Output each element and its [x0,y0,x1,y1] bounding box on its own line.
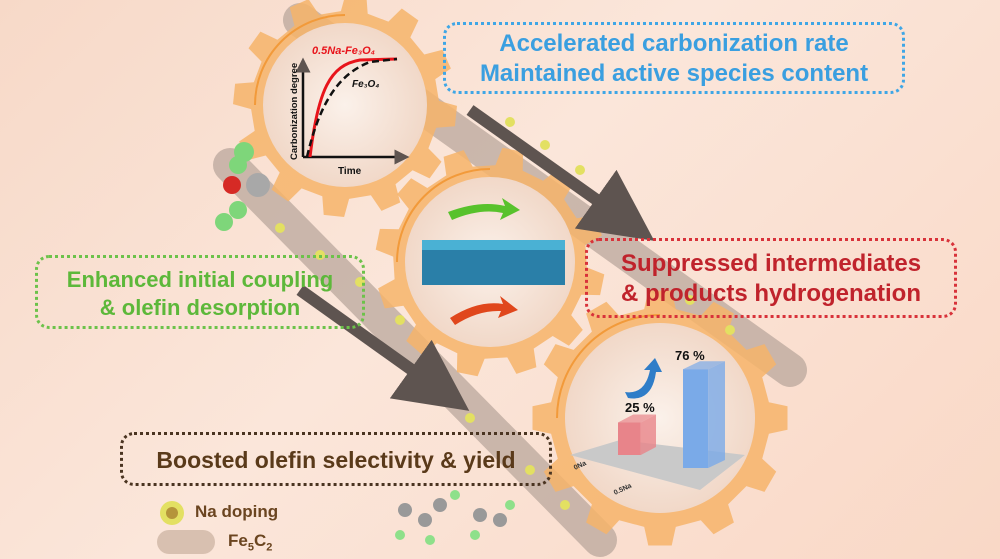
na-dot [275,223,285,233]
callout-line: Maintained active species content [479,60,869,87]
rotation-arrow [254,14,346,106]
bar-top [683,361,725,370]
na-dot [505,117,515,127]
bar-label-0.5na: 76 % [675,348,705,363]
bars [618,361,725,468]
rotation-arrow [396,168,491,263]
formula-part: C [253,531,267,550]
bar-0Na [618,414,656,455]
fe5c2-legend-swatch [157,530,215,554]
flow-arrow [466,105,655,241]
callout-line: & olefin desorption [99,294,301,320]
callout-carbonization: Accelerated carbonization rate Maintaine… [443,22,905,94]
flow-arrow [296,285,470,411]
bar-front [683,369,709,468]
na-dopant-dots [275,117,735,510]
green-arrow-icon [448,198,520,220]
callout-selectivity: Boosted olefin selectivity & yield [120,432,552,486]
slab-top [422,240,565,250]
callout-coupling: Enhanced initial coupling & olefin desor… [35,255,365,329]
na-dot [465,413,475,423]
na-dot [725,325,735,335]
olefin-molecules [395,490,515,545]
co-h2-molecules [215,142,270,231]
formula-part: Fe [228,531,248,550]
na-atom [166,507,178,519]
bar-top [618,414,656,423]
bar-side [640,414,656,455]
olefin-bar-inset: 0Na 0.5Na [570,358,745,497]
x-axis-label: Time [338,166,362,177]
formula-part: 2 [266,541,273,554]
na-dot [540,140,550,150]
callout-line: Enhanced initial coupling [66,267,334,292]
legend-fe5c2-label: Fe5C2 [228,531,272,553]
callout-line: & products hydrogenation [621,280,921,307]
series-label-0.5na: 0.5Na-Fe₃O₄ [312,45,375,57]
curve-fe3o4 [305,57,398,158]
flow-arrows [296,105,655,411]
catalyst-slab [422,198,565,325]
na-dot [525,465,535,475]
red-arrow-icon [450,296,518,325]
increase-arrow-icon [625,358,662,399]
callout-hydrogenation: Suppressed intermediates & products hydr… [585,238,957,318]
gear-hole [565,323,755,513]
na-dot [395,315,405,325]
formula-part: 5 [247,541,254,554]
na-dot [575,165,585,175]
bar-side [708,361,725,468]
y-axis-label: Carbonization degree [289,63,300,160]
callout-line: Boosted olefin selectivity & yield [156,447,516,473]
na-dot [685,295,695,305]
na-dot [560,500,570,510]
bar-label-0na: 25 % [625,400,655,415]
legend-na-label: Na doping [195,502,279,521]
callout-line: Accelerated carbonization rate [499,30,849,57]
slab-body [422,240,565,285]
series-label-fe3o4: Fe₃O₄ [352,79,379,90]
bar-front [618,422,641,455]
category-label: 0Na [573,460,588,472]
bar-0.5Na [683,361,725,468]
carbonization-curve-inset: 0.5Na-Fe₃O₄ Fe₃O₄ Carbonization degree T… [289,45,410,177]
callout-line: Suppressed intermediates [620,250,922,277]
